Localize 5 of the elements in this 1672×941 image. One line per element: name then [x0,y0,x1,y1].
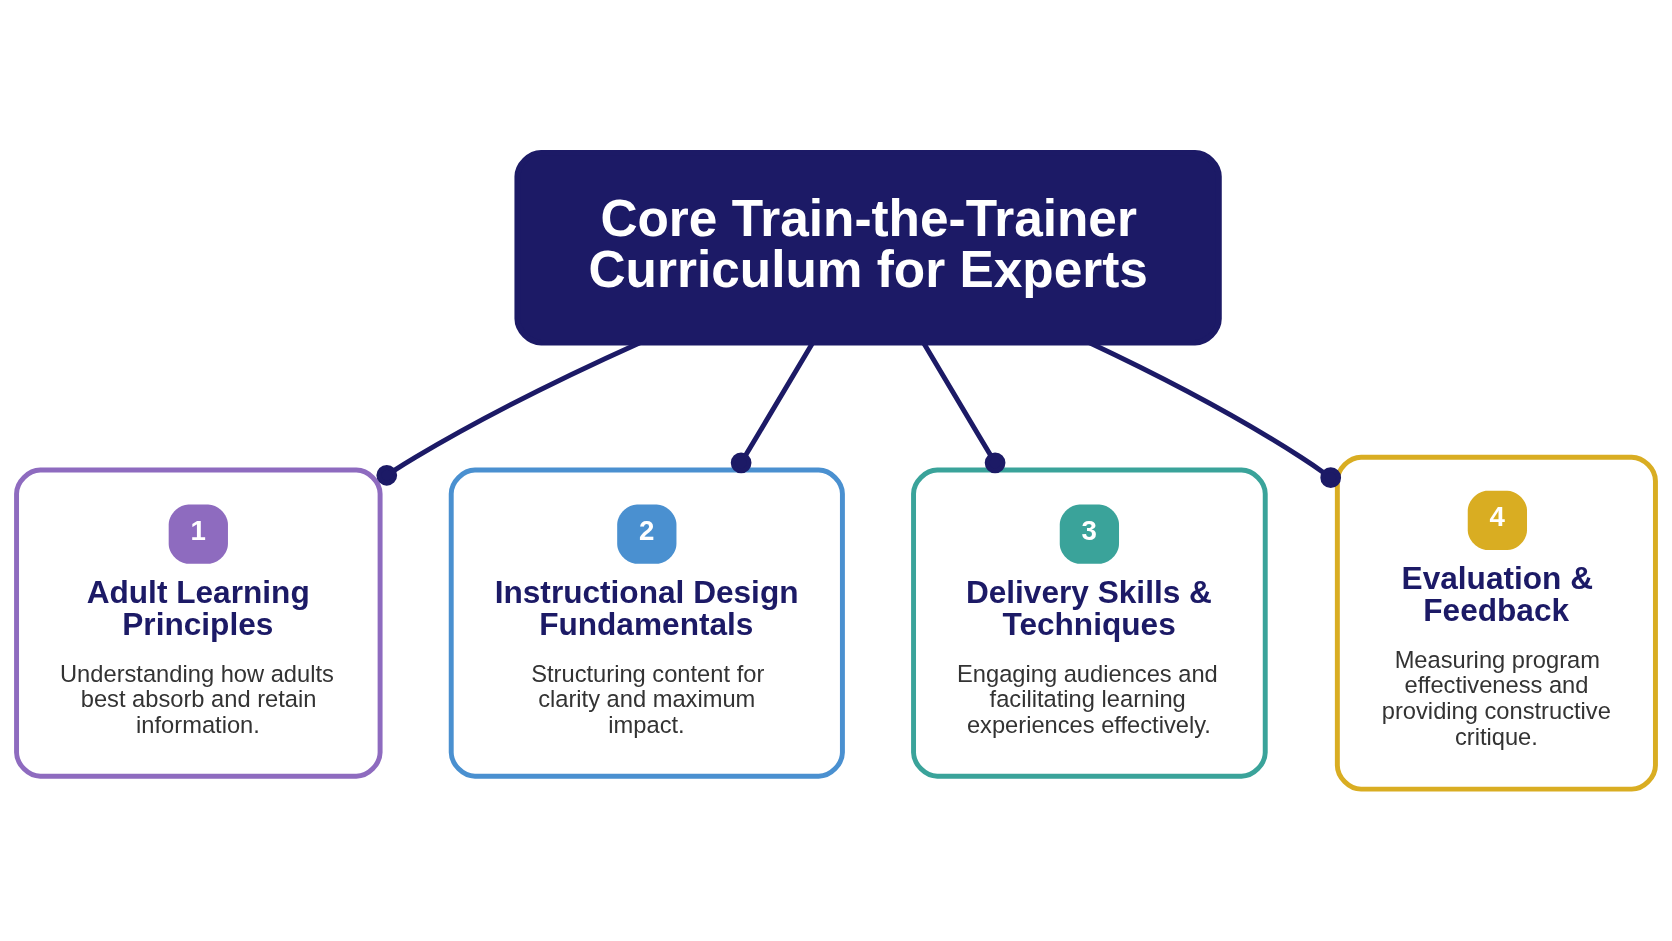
node-box: 2 Instructional Design Fundamentals Structuring content for clarity and maximum impact. [448,467,845,779]
node-box: Core Train-the-Trainer Curriculum for Experts [514,149,1222,346]
node-box: 4 Evaluation & Feedback Measuring program effectiveness and providing constructive critique. [1334,454,1658,792]
node-box: 1 Adult Learning Principles Understanding how adults best absorb and retain information. [14,467,383,779]
node-box: 3 Delivery Skills & Techniques Engaging audiences and facilitating learning experiences effectively. [911,467,1268,779]
